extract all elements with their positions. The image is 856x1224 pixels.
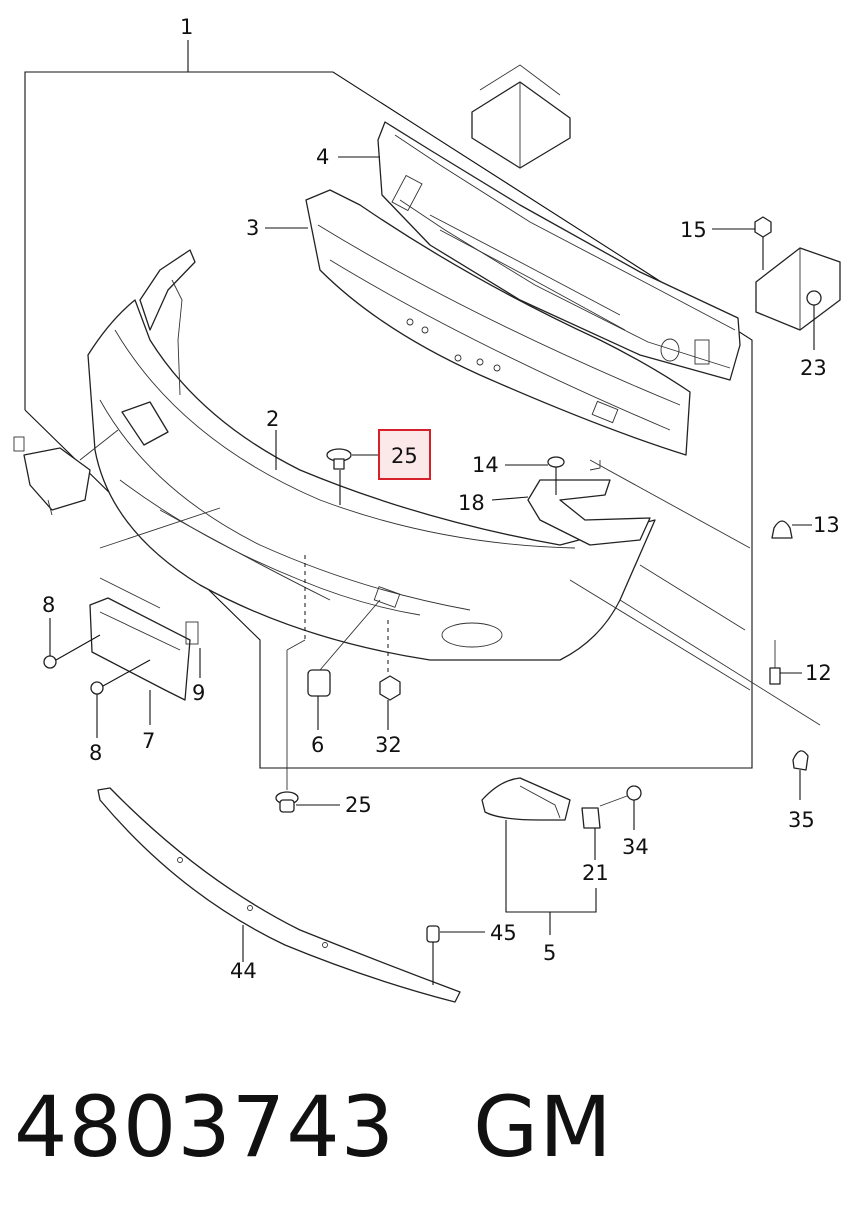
callout-8-lower: 8 [89,741,102,765]
footer-caption: 4803743 GM [14,1072,613,1182]
part-number: 4803743 [14,1078,396,1176]
callout-2: 2 [266,407,279,431]
tow-hook-cover [307,599,381,730]
callout-8-upper: 8 [42,593,55,617]
callout-25-highlighted: 25 [391,444,418,468]
callout-12: 12 [805,661,832,685]
clip-25-upper [326,448,378,505]
callout-7: 7 [142,729,155,753]
callout-14: 14 [472,453,499,477]
frame-rail-right [755,247,841,331]
nut-32 [379,620,401,730]
clip-35 [792,750,809,800]
callout-34: 34 [622,835,649,859]
callout-25-lower: 25 [345,793,372,817]
callout-21: 21 [582,861,609,885]
callout-18: 18 [458,491,485,515]
fastener-8-upper [43,618,101,669]
frame-rail-top [471,64,571,169]
side-bracket-18 [491,456,651,546]
callout-15: 15 [680,218,707,242]
callout-23: 23 [800,356,827,380]
screw-12 [769,640,802,685]
bracket-21 [581,807,601,860]
upper-crossmember [338,121,741,381]
nut-23 [806,290,822,350]
license-bracket [89,597,201,725]
callout-35: 35 [788,808,815,832]
bumper-fascia [87,249,656,661]
callout-32: 32 [375,733,402,757]
highlight-box [378,429,431,480]
bolt-34 [599,785,642,830]
callout-9: 9 [192,681,205,705]
clip-13 [771,520,812,539]
left-side-bracket [13,436,91,516]
brand-name: GM [473,1078,613,1176]
lower-deflector [97,787,461,1003]
callout-13: 13 [813,513,840,537]
callout-1: 1 [180,15,193,39]
guide-lines [79,429,821,726]
bolt-15 [712,216,772,270]
energy-absorber [265,189,691,456]
clip-45 [426,925,485,985]
fastener-8-lower [90,659,151,738]
clip-25-lower [275,555,340,813]
callout-4: 4 [316,145,329,169]
callout-6: 6 [311,733,324,757]
callout-44: 44 [230,959,257,983]
callout-45: 45 [490,921,517,945]
fog-lamp [481,777,597,935]
callout-3: 3 [246,216,259,240]
callout-5: 5 [543,941,556,965]
assembly-frame [24,40,753,769]
